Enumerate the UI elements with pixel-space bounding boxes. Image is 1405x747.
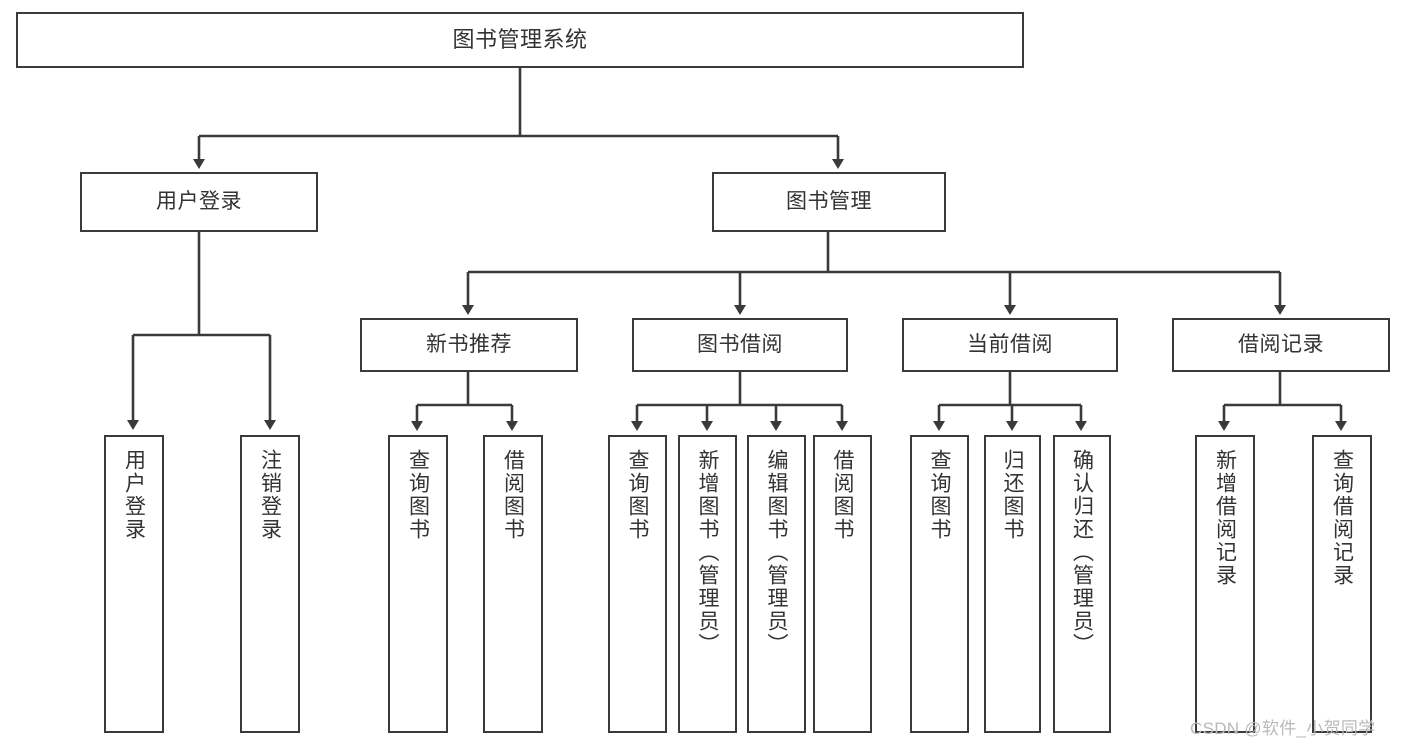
node-label: 借阅图书 [501, 449, 525, 541]
node-label: 新增图书（管理员） [696, 449, 719, 656]
node-label: 查询图书 [626, 449, 649, 541]
leaf-confirm-return-admin[interactable]: 确认归还（管理员） [1053, 435, 1111, 733]
watermark-text: CSDN @软件_小贺同学 [1190, 719, 1376, 738]
leaf-add-book-admin[interactable]: 新增图书（管理员） [678, 435, 737, 733]
node-borrow-record[interactable]: 借阅记录 [1172, 318, 1390, 372]
node-label: 查询借阅记录 [1330, 449, 1354, 587]
node-label: 用户登录 [156, 189, 242, 213]
node-label: 图书借阅 [697, 332, 783, 356]
leaf-return-book[interactable]: 归还图书 [984, 435, 1041, 733]
node-label: 归还图书 [1001, 449, 1024, 541]
node-new-book-recommend[interactable]: 新书推荐 [360, 318, 578, 372]
leaf-query-borrow-record[interactable]: 查询借阅记录 [1312, 435, 1372, 733]
node-label: 新增借阅记录 [1213, 449, 1237, 587]
leaf-query-book-recommend[interactable]: 查询图书 [388, 435, 448, 733]
node-current-borrow[interactable]: 当前借阅 [902, 318, 1118, 372]
leaf-logout[interactable]: 注销登录 [240, 435, 300, 733]
leaf-query-book-current[interactable]: 查询图书 [910, 435, 969, 733]
node-label: 图书管理 [786, 189, 872, 213]
node-label: 借阅记录 [1238, 332, 1324, 356]
node-label: 确认归还（管理员） [1070, 449, 1094, 656]
node-label: 查询图书 [406, 449, 430, 541]
node-root-system[interactable]: 图书管理系统 [16, 12, 1024, 68]
node-label: 注销登录 [258, 449, 282, 541]
leaf-user-login[interactable]: 用户登录 [104, 435, 164, 733]
node-label: 新书推荐 [426, 332, 512, 356]
node-label: 借阅图书 [831, 449, 854, 541]
leaf-query-book-borrow[interactable]: 查询图书 [608, 435, 667, 733]
node-book-management[interactable]: 图书管理 [712, 172, 946, 232]
leaf-edit-book-admin[interactable]: 编辑图书（管理员） [747, 435, 806, 733]
node-label: 当前借阅 [967, 332, 1053, 356]
node-label: 图书管理系统 [452, 27, 588, 53]
leaf-borrow-book[interactable]: 借阅图书 [813, 435, 872, 733]
node-label: 查询图书 [928, 449, 951, 541]
node-label: 编辑图书（管理员） [765, 449, 788, 656]
leaf-borrow-book-recommend[interactable]: 借阅图书 [483, 435, 543, 733]
leaf-add-borrow-record[interactable]: 新增借阅记录 [1195, 435, 1255, 733]
node-user-login[interactable]: 用户登录 [80, 172, 318, 232]
node-label: 用户登录 [122, 449, 146, 541]
node-book-borrow[interactable]: 图书借阅 [632, 318, 848, 372]
